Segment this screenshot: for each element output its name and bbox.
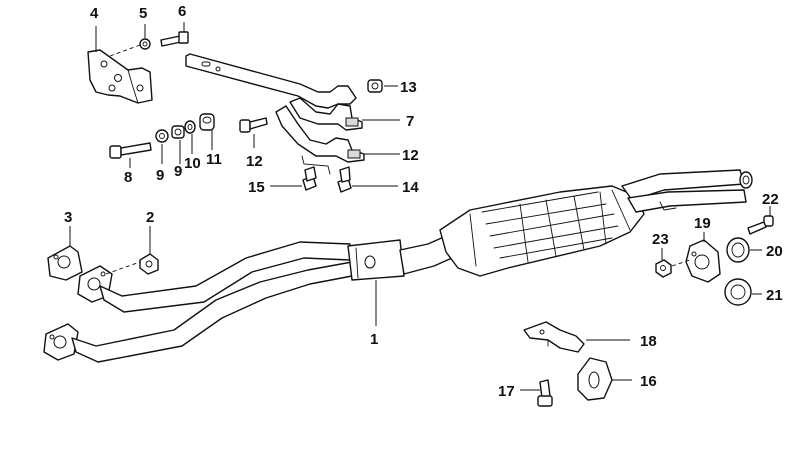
part-11-sleeve: [199, 113, 215, 131]
part-10-washer: [184, 120, 196, 134]
callout-17: 16: [640, 373, 657, 390]
callout-10: 10: [184, 155, 201, 172]
part-1-exhaust-pipe: [71, 169, 753, 363]
callout-14: 13: [400, 79, 417, 96]
callout-13: 12: [246, 153, 263, 170]
part-5-washer: [139, 38, 151, 50]
callout-19: 18: [640, 333, 657, 350]
exhaust-holder-bracket: [185, 53, 357, 109]
part-18-bolt: [537, 379, 553, 407]
part-9-nut: [171, 125, 185, 139]
callout-15: 14: [402, 179, 419, 196]
callout-4: 4: [90, 5, 99, 22]
callout-11: 11: [206, 151, 222, 168]
part-17-rubber-mount: [577, 357, 613, 401]
part-8-bolt: [109, 142, 152, 159]
part-2-nut: [139, 253, 159, 275]
part-14-nut: [367, 79, 383, 93]
callout-24: 23: [652, 231, 669, 248]
callout-20: 19: [694, 215, 711, 232]
part-6-bolt: [160, 31, 189, 47]
callout-5: 5: [139, 5, 147, 22]
callout-1: 1: [370, 331, 378, 348]
part-13-bolt: [239, 117, 268, 133]
part-12-clamp-lower: [275, 105, 365, 163]
callout-8: 8: [124, 169, 132, 186]
leader-lines: [69, 22, 771, 391]
callout-21: 20: [766, 243, 783, 260]
callout-2: 2: [146, 209, 154, 226]
part-3-flange: [43, 245, 113, 361]
part-4-bracket: [87, 49, 153, 104]
callout-18: 17: [498, 383, 515, 400]
callout-16: 15: [248, 179, 265, 196]
callout-22: 21: [766, 287, 783, 304]
callout-23: 22: [762, 191, 779, 208]
part-20-flange: [685, 239, 721, 283]
part-7-clamp-upper: [289, 97, 363, 131]
callout-7: 7: [406, 113, 414, 130]
part-9-washer: [155, 129, 169, 143]
part-21-ring: [726, 237, 750, 263]
callout-9b: 9: [174, 163, 182, 180]
callout-9a: 9: [156, 167, 164, 184]
callout-6: 6: [178, 3, 186, 20]
part-22-ring: [724, 278, 752, 306]
part-15-bolt: [337, 166, 352, 193]
part-23-bolt: [747, 215, 774, 235]
part-16-bolt: [302, 166, 317, 191]
part-24-nut: [655, 259, 672, 278]
callout-12: 12: [402, 147, 419, 164]
part-19-bracket: [523, 321, 585, 353]
callout-3: 3: [64, 209, 72, 226]
